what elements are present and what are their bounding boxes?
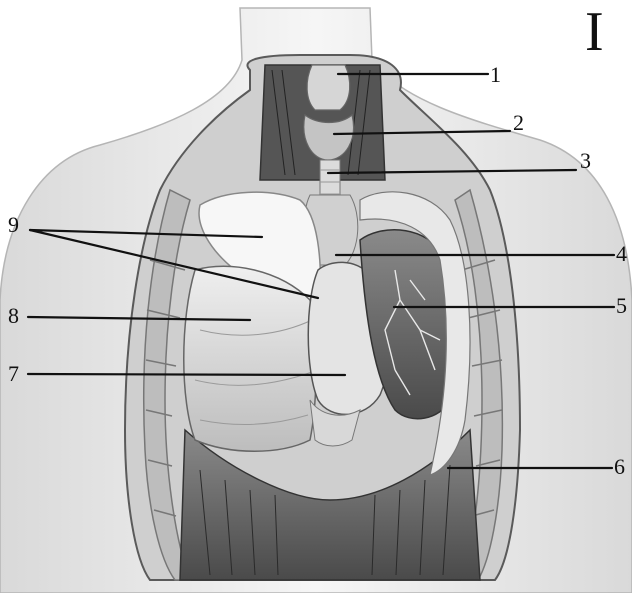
callout-7: 7 [8,361,19,386]
panel-label: I [585,1,604,63]
callout-8: 8 [8,303,19,328]
callout-1: 1 [490,62,501,87]
larynx [307,65,350,110]
callout-2: 2 [513,110,524,135]
callout-4: 4 [616,241,627,266]
callout-3: 3 [580,148,591,173]
leader-line-7 [28,374,345,375]
callout-9: 9 [8,212,19,237]
callout-5: 5 [616,293,627,318]
callout-6: 6 [614,454,625,479]
right-lung [184,266,316,451]
